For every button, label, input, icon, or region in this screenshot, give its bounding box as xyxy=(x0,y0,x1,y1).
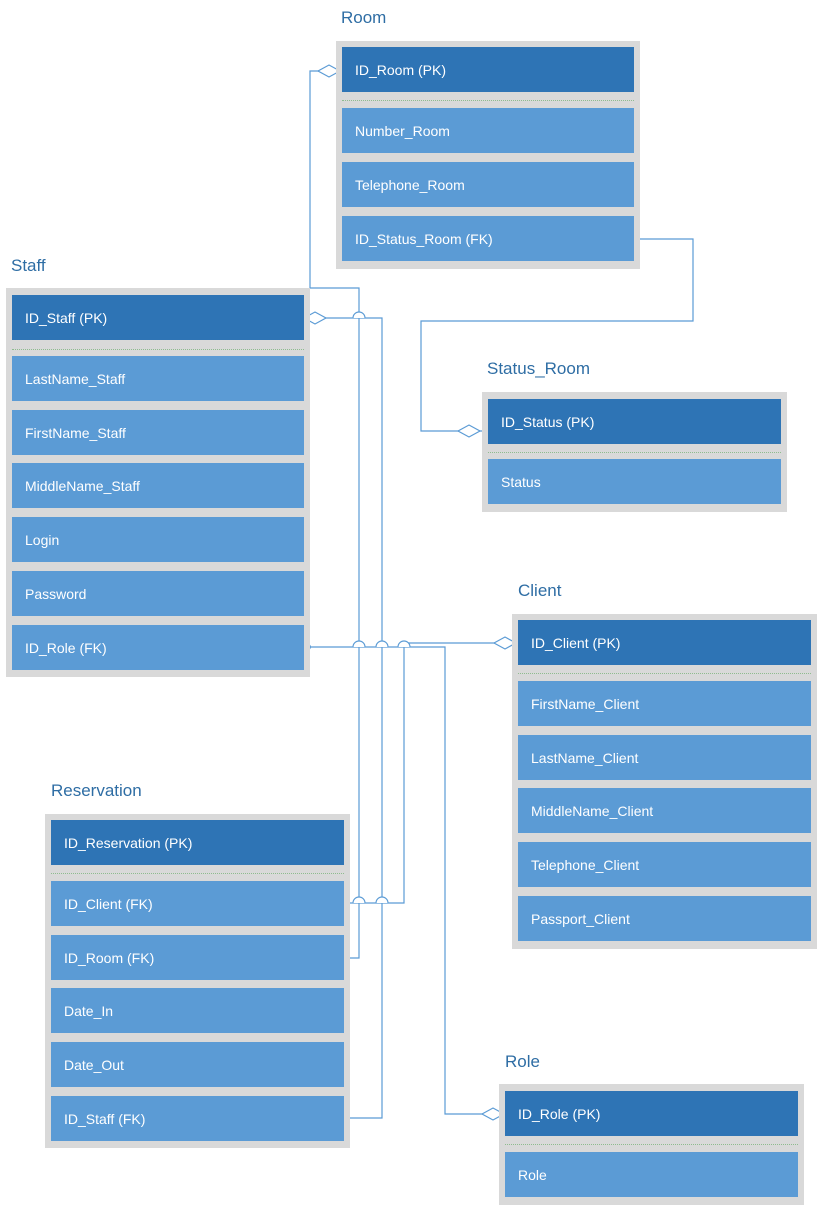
staff-field[interactable]: ID_Role (FK) xyxy=(12,625,304,670)
client-field[interactable]: MiddleName_Client xyxy=(518,788,811,833)
status-room-table-title: Status_Room xyxy=(487,359,590,378)
client-table-title: Client xyxy=(518,581,562,600)
reservation-table-title: Reservation xyxy=(51,781,142,800)
client-table[interactable]: ID_Client (PK) FirstName_Client LastName… xyxy=(512,614,817,949)
connector-reservation-room xyxy=(309,70,360,959)
connector-reservation-staff xyxy=(304,317,383,1119)
client-field[interactable]: LastName_Client xyxy=(518,735,811,780)
role-table[interactable]: ID_Role (PK) Role xyxy=(499,1084,804,1205)
status-room-pk-field[interactable]: ID_Status (PK) xyxy=(488,399,781,444)
staff-table-title: Staff xyxy=(11,256,46,275)
role-field[interactable]: Role xyxy=(505,1152,798,1197)
staff-pk-separator xyxy=(12,349,304,350)
room-field[interactable]: ID_Status_Room (FK) xyxy=(342,216,634,261)
diamond-status-pk xyxy=(456,424,482,438)
staff-field[interactable]: LastName_Staff xyxy=(12,356,304,401)
room-field[interactable]: Number_Room xyxy=(342,108,634,153)
reservation-pk-field[interactable]: ID_Reservation (PK) xyxy=(51,820,344,865)
client-field[interactable]: Telephone_Client xyxy=(518,842,811,887)
reservation-table[interactable]: ID_Reservation (PK) ID_Client (FK) ID_Ro… xyxy=(45,814,350,1148)
role-table-title: Role xyxy=(505,1052,540,1071)
staff-field[interactable]: Login xyxy=(12,517,304,562)
status-room-table[interactable]: ID_Status (PK) Status xyxy=(482,392,787,512)
client-field[interactable]: FirstName_Client xyxy=(518,681,811,726)
room-pk-field[interactable]: ID_Room (PK) xyxy=(342,47,634,92)
reservation-pk-separator xyxy=(51,873,344,874)
role-pk-field[interactable]: ID_Role (PK) xyxy=(505,1091,798,1136)
room-table-title: Room xyxy=(341,8,387,27)
room-field[interactable]: Telephone_Room xyxy=(342,162,634,207)
client-pk-field[interactable]: ID_Client (PK) xyxy=(518,620,811,665)
room-table[interactable]: ID_Room (PK) Number_Room Telephone_Room … xyxy=(336,41,640,269)
room-pk-separator xyxy=(342,100,634,101)
connector-room-status xyxy=(420,238,694,432)
status-room-pk-separator xyxy=(488,452,781,453)
reservation-field[interactable]: ID_Client (FK) xyxy=(51,881,344,926)
staff-field[interactable]: FirstName_Staff xyxy=(12,410,304,455)
reservation-field[interactable]: Date_Out xyxy=(51,1042,344,1087)
staff-field[interactable]: MiddleName_Staff xyxy=(12,463,304,508)
connector-reservation-client xyxy=(346,642,516,904)
staff-table[interactable]: ID_Staff (PK) LastName_Staff FirstName_S… xyxy=(6,288,310,677)
staff-pk-field[interactable]: ID_Staff (PK) xyxy=(12,295,304,340)
staff-field[interactable]: Password xyxy=(12,571,304,616)
client-field[interactable]: Passport_Client xyxy=(518,896,811,941)
reservation-field[interactable]: ID_Staff (FK) xyxy=(51,1096,344,1141)
role-pk-separator xyxy=(505,1144,798,1145)
reservation-field[interactable]: ID_Room (FK) xyxy=(51,935,344,980)
status-room-field[interactable]: Status xyxy=(488,459,781,504)
reservation-field[interactable]: Date_In xyxy=(51,988,344,1033)
client-pk-separator xyxy=(518,673,811,674)
